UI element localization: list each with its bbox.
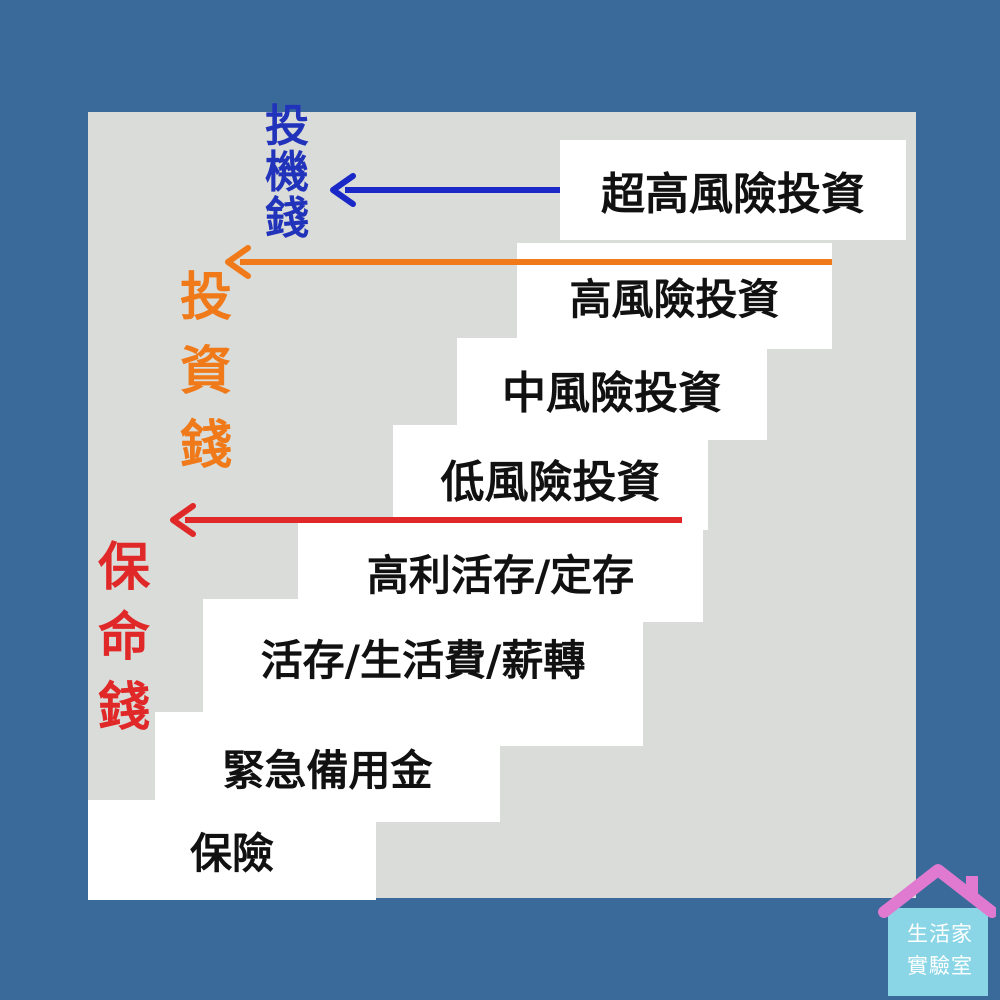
- life-saving-money-label: 保 命 錢: [98, 538, 151, 738]
- speculative-arrow: [330, 173, 560, 207]
- step-ultra-high-risk: 超高風險投資: [560, 140, 906, 240]
- step-insurance: 保險: [88, 800, 376, 900]
- step-low-risk: 低風險投資: [393, 425, 708, 530]
- speculative-money-label: 投 機 錢: [265, 101, 309, 244]
- step-medium-risk: 中風險投資: [457, 338, 767, 440]
- logo-line-2: 實驗室: [907, 954, 973, 978]
- investment-money-label: 投 資 錢: [180, 268, 233, 476]
- house-icon: [878, 864, 998, 996]
- logo-line-1: 生活家: [907, 922, 973, 946]
- brand-logo: 生活家 實驗室: [878, 860, 998, 996]
- investment-arrow: [225, 245, 832, 279]
- life-saving-arrow: [170, 503, 682, 537]
